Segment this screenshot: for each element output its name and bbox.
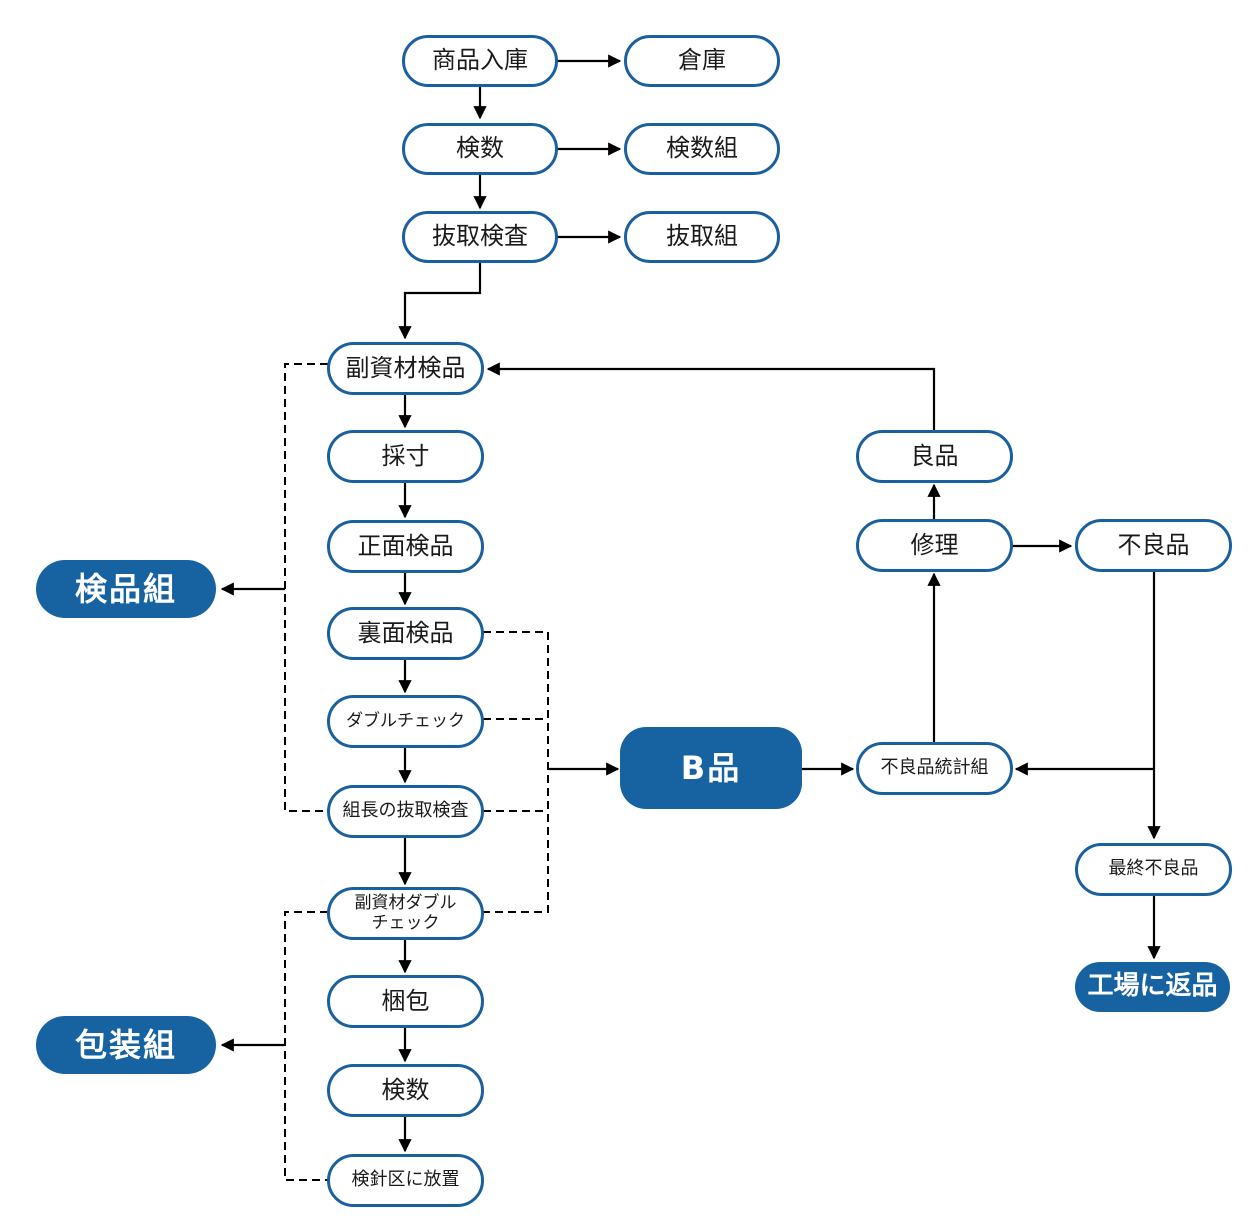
node-count: 検数	[402, 123, 558, 175]
node-sampling-team: 抜取組	[624, 211, 780, 263]
node-packing: 梱包	[327, 975, 484, 1028]
node-good: 良品	[856, 430, 1013, 483]
node-defective: 不良品	[1075, 519, 1232, 572]
node-count-team: 検数組	[624, 123, 780, 175]
dashed-group-inspection	[284, 363, 328, 812]
node-count-2: 検数	[327, 1064, 484, 1117]
node-inspection-team: 検品組	[36, 560, 216, 618]
node-goods-receipt: 商品入庫	[402, 35, 558, 87]
node-front-inspection: 正面検品	[327, 520, 484, 573]
node-leader-sampling: 組長の抜取検査	[327, 785, 484, 838]
node-double-check: ダブルチェック	[327, 695, 484, 748]
node-packing-team: 包装組	[36, 1016, 216, 1074]
node-warehouse: 倉庫	[624, 35, 780, 87]
node-final-defective: 最終不良品	[1075, 843, 1232, 896]
node-measurement: 採寸	[327, 430, 484, 483]
node-return-to-factory: 工場に返品	[1075, 962, 1230, 1012]
node-needle-area: 検針区に放置	[327, 1154, 484, 1207]
node-repair: 修理	[856, 519, 1013, 572]
node-accessory-double-check: 副資材ダブルチェック	[327, 887, 484, 940]
node-back-inspection: 裏面検品	[327, 607, 484, 660]
node-b-grade: B品	[620, 727, 802, 809]
dashed-group-packing	[284, 911, 328, 1181]
edge-good-accessory	[486, 362, 936, 430]
node-accessory-inspection: 副資材検品	[327, 342, 484, 395]
edge-sampling-accessory	[398, 263, 482, 340]
node-defect-stats-team: 不良品統計組	[856, 742, 1013, 795]
node-sampling-inspection: 抜取検査	[402, 211, 558, 263]
dashed-group-bgrade	[483, 631, 549, 913]
